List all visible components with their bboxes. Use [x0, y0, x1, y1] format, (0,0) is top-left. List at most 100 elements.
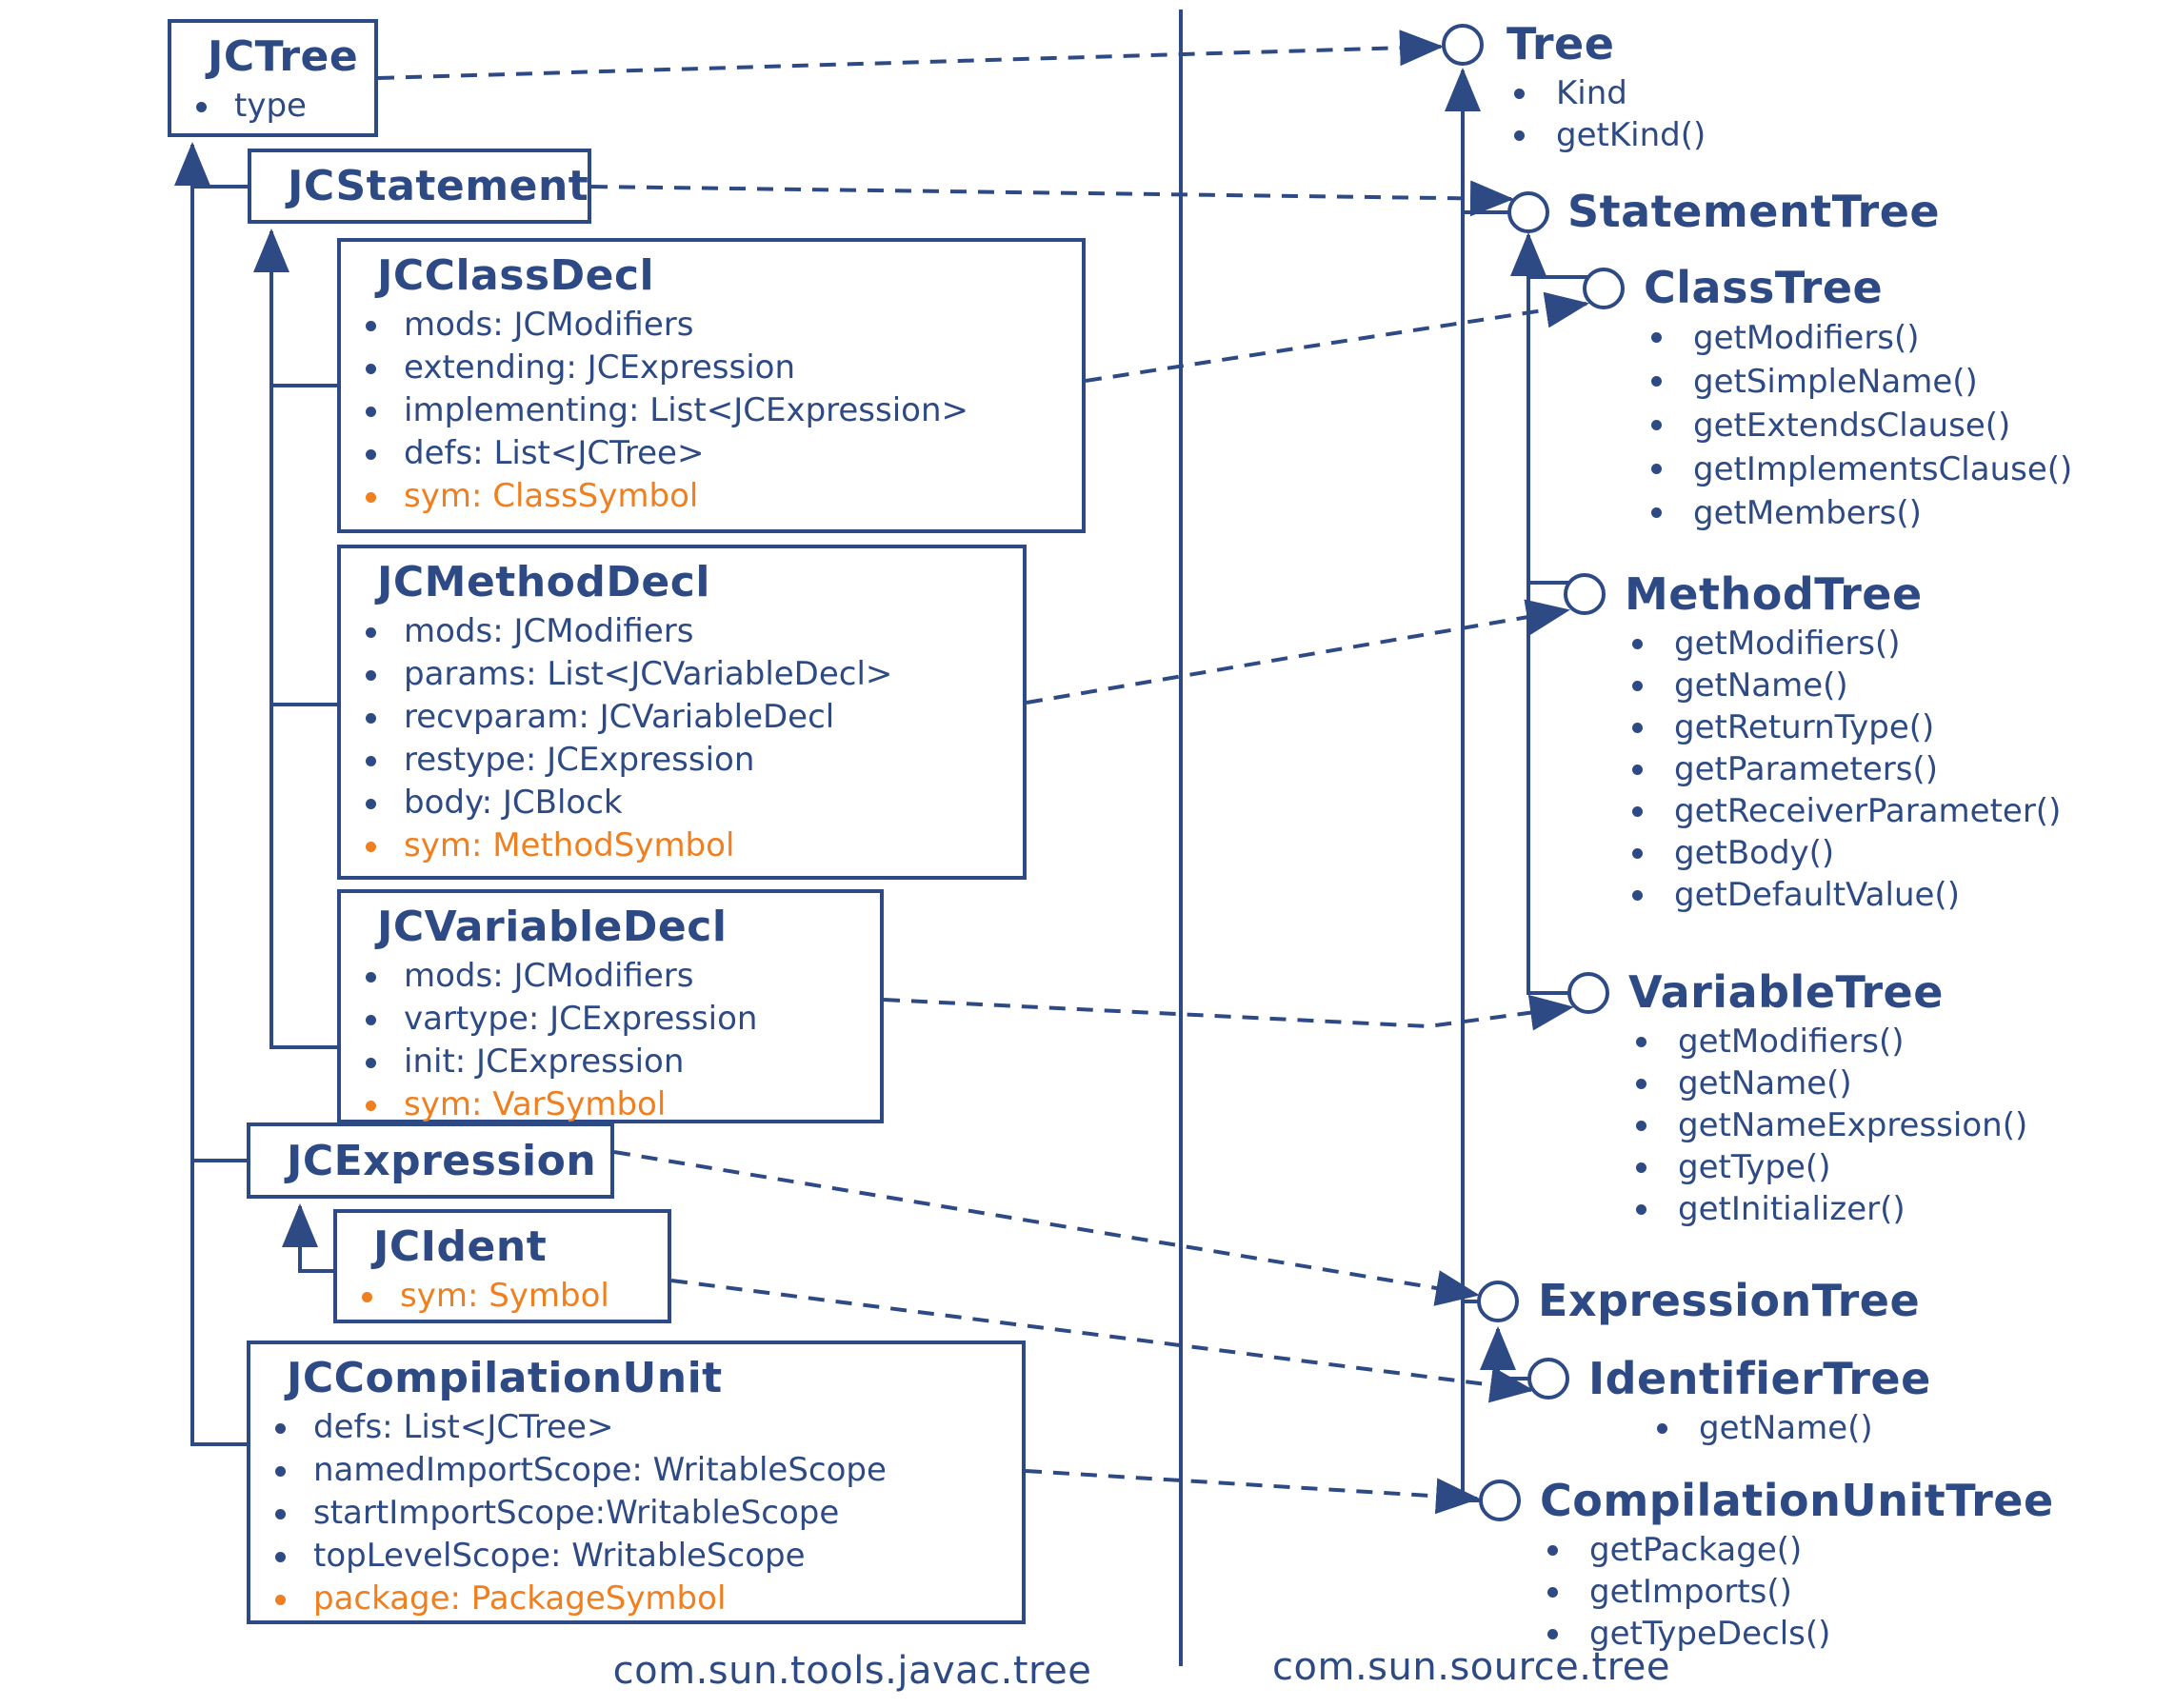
member-row: Kind	[1507, 72, 1706, 114]
field-row-symbol: sym: VarSymbol	[341, 1083, 880, 1126]
field-row: extending: JCExpression	[341, 347, 1082, 389]
extends-trunk-jctree	[174, 142, 249, 1446]
interface-circle-statementtree	[1507, 191, 1549, 233]
class-box-jcstatement: JCStatement	[248, 149, 591, 224]
interface-block-variabletree: VariableTree getModifiers() getName() ge…	[1628, 965, 2027, 1230]
interface-circle-identifiertree	[1527, 1358, 1569, 1400]
extends-trunk-statementtree	[1510, 232, 1569, 995]
field-row: defs: List<JCTree>	[341, 432, 1082, 475]
field-list: mods: JCModifiers extending: JCExpressio…	[341, 304, 1082, 518]
member-row: getModifiers()	[1644, 316, 2072, 360]
interface-block-compilationunittree: CompilationUnitTree getPackage() getImpo…	[1540, 1474, 2054, 1655]
member-row: getModifiers()	[1628, 1021, 2027, 1063]
field-row: params: List<JCVariableDecl>	[341, 653, 1023, 696]
field-row-symbol: package: PackageSymbol	[250, 1578, 1022, 1620]
interface-name: StatementTree	[1567, 186, 1941, 237]
implements-link-jctree-tree	[377, 30, 1444, 80]
field-row: defs: List<JCTree>	[250, 1406, 1022, 1449]
member-row: getKind()	[1507, 114, 1706, 156]
package-label-javac-tree: com.sun.tools.javac.tree	[612, 1649, 1092, 1693]
member-list: getModifiers() getSimpleName() getExtend…	[1644, 316, 2072, 535]
class-box-jctree: JCTree type	[168, 19, 378, 137]
class-box-jcexpression: JCExpression	[247, 1122, 614, 1199]
member-row: getReturnType()	[1625, 706, 2061, 748]
member-list: getPackage() getImports() getTypeDecls()	[1540, 1529, 2054, 1655]
field-row: recvparam: JCVariableDecl	[341, 696, 1023, 739]
field-row-symbol: sym: Symbol	[337, 1275, 668, 1318]
interface-name: ExpressionTree	[1538, 1275, 1921, 1326]
member-row: getType()	[1628, 1146, 2027, 1188]
field-list: mods: JCModifiers vartype: JCExpression …	[341, 955, 880, 1126]
field-row: mods: JCModifiers	[341, 610, 1023, 653]
interface-name: IdentifierTree	[1588, 1353, 1931, 1404]
field-row: mods: JCModifiers	[341, 304, 1082, 347]
member-row: getTypeDecls()	[1540, 1613, 2054, 1655]
interface-circle-tree	[1442, 24, 1484, 66]
field-list: type	[171, 85, 374, 128]
field-row: restype: JCExpression	[341, 739, 1023, 782]
member-row: getImports()	[1540, 1571, 2054, 1613]
interface-name: ClassTree	[1644, 262, 1884, 313]
interface-block-tree: Tree Kind getKind()	[1507, 17, 1706, 156]
member-row: getModifiers()	[1625, 623, 2061, 665]
member-row: getName()	[1649, 1407, 1931, 1449]
interface-circle-methodtree	[1564, 573, 1606, 615]
class-name: JCCompilationUnit	[287, 1354, 723, 1402]
member-row: getParameters()	[1625, 748, 2061, 790]
field-list: defs: List<JCTree> namedImportScope: Wri…	[250, 1406, 1022, 1620]
member-row: getNameExpression()	[1628, 1104, 2027, 1146]
class-box-jcvariabledecl: JCVariableDecl mods: JCModifiers vartype…	[337, 889, 884, 1123]
member-list: getModifiers() getName() getNameExpressi…	[1628, 1021, 2027, 1230]
implements-link-jccompilationunit-compilationunittree	[1025, 1469, 1480, 1515]
field-row: startImportScope:WritableScope	[250, 1492, 1022, 1535]
member-row: getExtendsClause()	[1644, 404, 2072, 447]
field-row: vartype: JCExpression	[341, 998, 880, 1041]
extends-trunk-tree	[1445, 68, 1481, 1502]
class-name: JCIdent	[373, 1222, 548, 1271]
implements-link-jcident-identifiertree	[670, 1279, 1534, 1403]
field-list: mods: JCModifiers params: List<JCVariabl…	[341, 610, 1023, 867]
implements-link-jcexpression-expressiontree	[613, 1150, 1480, 1306]
interface-name: VariableTree	[1628, 966, 1944, 1018]
implements-link-jcclassdecl-classtree	[1085, 291, 1589, 383]
field-row: implementing: List<JCExpression>	[341, 389, 1082, 432]
member-row: getMembers()	[1644, 491, 2072, 535]
class-box-jccompilationunit: JCCompilationUnit defs: List<JCTree> nam…	[247, 1341, 1026, 1624]
interface-block-expressiontree: ExpressionTree	[1538, 1274, 1920, 1327]
member-row: getName()	[1628, 1063, 2027, 1104]
field-row: topLevelScope: WritableScope	[250, 1535, 1022, 1578]
field-row-symbol: sym: ClassSymbol	[341, 475, 1082, 518]
field-row: namedImportScope: WritableScope	[250, 1449, 1022, 1492]
package-label-source-tree: com.sun.source.tree	[1272, 1645, 1670, 1689]
interface-name: MethodTree	[1625, 568, 1923, 620]
implements-link-jcmethoddecl-methodtree	[1026, 599, 1570, 705]
interface-block-methodtree: MethodTree getModifiers() getName() getR…	[1625, 567, 2061, 916]
field-list: sym: Symbol	[337, 1275, 668, 1318]
member-row: getImplementsClause()	[1644, 447, 2072, 491]
class-box-jcclassdecl: JCClassDecl mods: JCModifiers extending:…	[337, 238, 1086, 533]
interface-name: Tree	[1507, 18, 1615, 70]
class-box-jcident: JCIdent sym: Symbol	[333, 1209, 671, 1323]
class-name: JCExpression	[287, 1136, 597, 1185]
interface-circle-expressiontree	[1477, 1281, 1519, 1322]
member-row: getReceiverParameter()	[1625, 790, 2061, 832]
interface-block-identifiertree: IdentifierTree getName()	[1588, 1352, 1931, 1449]
class-name: JCTree	[208, 32, 359, 81]
member-row: getBody()	[1625, 832, 2061, 874]
interface-circle-classtree	[1583, 268, 1625, 309]
class-name: JCStatement	[288, 162, 589, 210]
member-row: getInitializer()	[1628, 1188, 2027, 1230]
field-row-symbol: sym: MethodSymbol	[341, 824, 1023, 867]
member-row: getName()	[1625, 665, 2061, 706]
interface-circle-compilationunittree	[1479, 1480, 1521, 1521]
interface-circle-variabletree	[1567, 972, 1609, 1014]
class-name: JCVariableDecl	[377, 903, 728, 951]
interface-name: CompilationUnitTree	[1540, 1475, 2054, 1526]
member-row: getDefaultValue()	[1625, 874, 2061, 916]
implements-link-jcstatement-statementtree	[590, 180, 1514, 217]
class-box-jcmethoddecl: JCMethodDecl mods: JCModifiers params: L…	[337, 545, 1027, 880]
interface-block-statementtree: StatementTree	[1567, 185, 1940, 238]
member-row: getPackage()	[1540, 1529, 2054, 1571]
class-name: JCClassDecl	[377, 251, 655, 300]
